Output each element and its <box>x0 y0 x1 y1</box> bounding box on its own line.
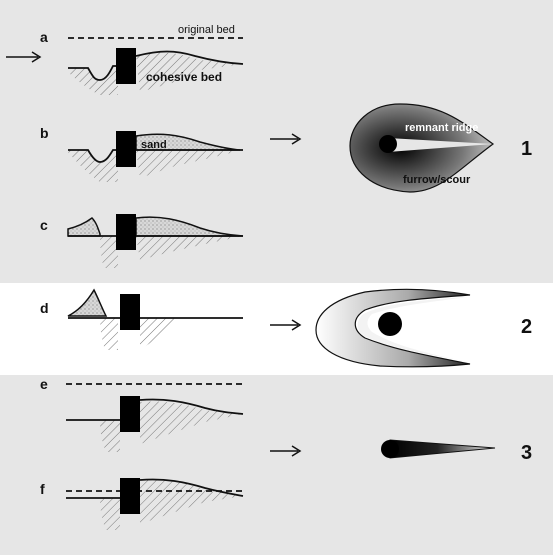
bed-hatch <box>140 479 243 524</box>
result-arrow-icon <box>270 133 302 145</box>
bed-hatch <box>140 401 243 444</box>
bed-hatch <box>100 420 120 452</box>
obstacle-block <box>116 214 136 250</box>
panel-label-c: c <box>40 217 48 233</box>
bed-hatch <box>140 318 175 350</box>
flow-arrow-icon <box>6 51 42 63</box>
result-number-3: 3 <box>521 442 532 464</box>
bed-profile <box>66 398 244 421</box>
original-bed-label: original bed <box>178 24 235 36</box>
sand-deposit <box>67 288 108 317</box>
panel-b: b sand remnant ridge furrow/scour 1 <box>40 103 532 193</box>
result-number-1: 1 <box>521 138 532 160</box>
obstacle-block <box>120 478 140 514</box>
panel-label-e: e <box>40 376 48 392</box>
panel-c: c <box>40 214 244 268</box>
obstacle-block <box>116 48 136 84</box>
bed-profile <box>66 478 244 499</box>
cohesive-bed-label: cohesive bed <box>146 70 222 84</box>
obstacle-circle <box>381 440 399 458</box>
bed-profile <box>68 149 243 163</box>
bed-hatch <box>136 52 243 92</box>
bed-profile <box>68 50 244 81</box>
result-arrow-icon <box>270 445 302 457</box>
obstacle-block <box>120 396 140 432</box>
sand-deposit <box>135 216 244 237</box>
panel-f: f <box>40 478 244 530</box>
sand-deposit <box>67 217 101 237</box>
remnant-ridge <box>357 297 468 362</box>
remnant-ridge <box>388 138 493 152</box>
highlight-band <box>0 283 553 375</box>
remnant-ridge-label: remnant ridge <box>405 122 478 134</box>
bed-hatch <box>100 236 118 268</box>
panel-label-b: b <box>40 125 49 141</box>
bed-hatch <box>136 150 243 178</box>
scour-pattern-3 <box>389 439 496 459</box>
obstacle-block <box>120 294 140 330</box>
panel-label-d: d <box>40 300 49 316</box>
bed-hatch <box>136 236 243 260</box>
furrow-scour-label: furrow/scour <box>403 174 471 186</box>
result-number-2: 2 <box>521 316 532 338</box>
bed-hatch <box>100 318 118 350</box>
bed-hatch <box>68 66 118 95</box>
panel-d: d 2 <box>40 288 532 368</box>
sand-label: sand <box>141 139 167 151</box>
panel-e: e 3 <box>40 376 532 464</box>
obstacle-circle <box>378 312 402 336</box>
bed-hatch <box>68 150 118 182</box>
obstacle-circle <box>379 135 397 153</box>
panel-label-a: a <box>40 29 48 45</box>
obstacle-block <box>116 131 136 167</box>
bed-hatch <box>100 498 120 530</box>
scour-pattern-2 <box>315 288 471 368</box>
result-arrow-icon <box>270 319 302 331</box>
panel-a: a original bed cohesive bed <box>6 24 244 95</box>
sand-deposit <box>135 133 241 151</box>
panel-label-f: f <box>40 481 45 497</box>
